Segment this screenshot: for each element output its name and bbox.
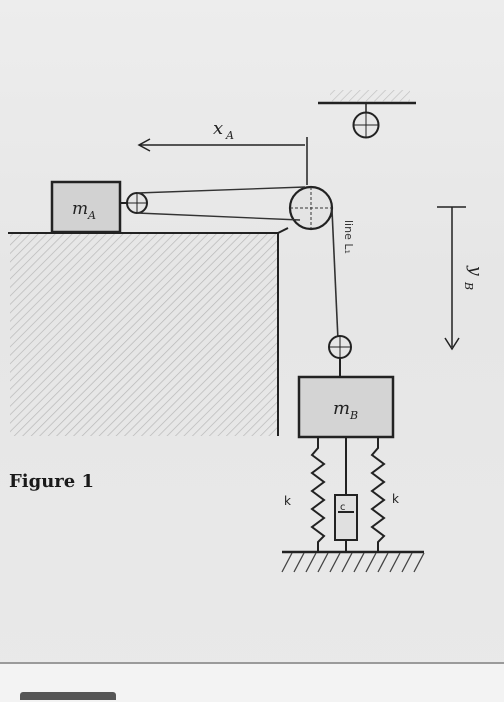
spring-left: k: [284, 437, 326, 552]
mass-a-label: m: [72, 199, 88, 219]
mass-a-subscript: A: [87, 209, 96, 222]
bottom-tab: [20, 692, 116, 700]
xa-dimension: x A: [137, 118, 308, 185]
spring-left-label: k: [284, 494, 291, 508]
mass-a: m A: [50, 180, 122, 234]
pulley-b: [328, 335, 352, 377]
damper-label: c: [340, 502, 346, 513]
yb-dimension: y B: [437, 206, 485, 351]
ground: [281, 550, 425, 573]
spring-right: k: [370, 437, 399, 552]
ceiling-support: [318, 90, 416, 112]
figure-caption: Figure 1: [9, 471, 94, 492]
table-block: [8, 232, 279, 436]
yb-subscript: B: [462, 281, 475, 290]
yb-label: y: [465, 265, 485, 276]
mass-b: m B: [297, 375, 395, 439]
corner-pulley: [277, 185, 334, 234]
mass-b-label: m: [333, 398, 350, 419]
ceiling-pulley: [352, 111, 380, 139]
damper: c: [334, 437, 358, 552]
mass-b-subscript: B: [349, 409, 358, 422]
line-label: line L₁: [342, 220, 355, 254]
xa-label: x: [213, 118, 223, 139]
xa-subscript: A: [225, 129, 234, 142]
pulley-a: [120, 192, 148, 214]
spring-right-label: k: [392, 492, 399, 506]
cables: [136, 186, 339, 341]
